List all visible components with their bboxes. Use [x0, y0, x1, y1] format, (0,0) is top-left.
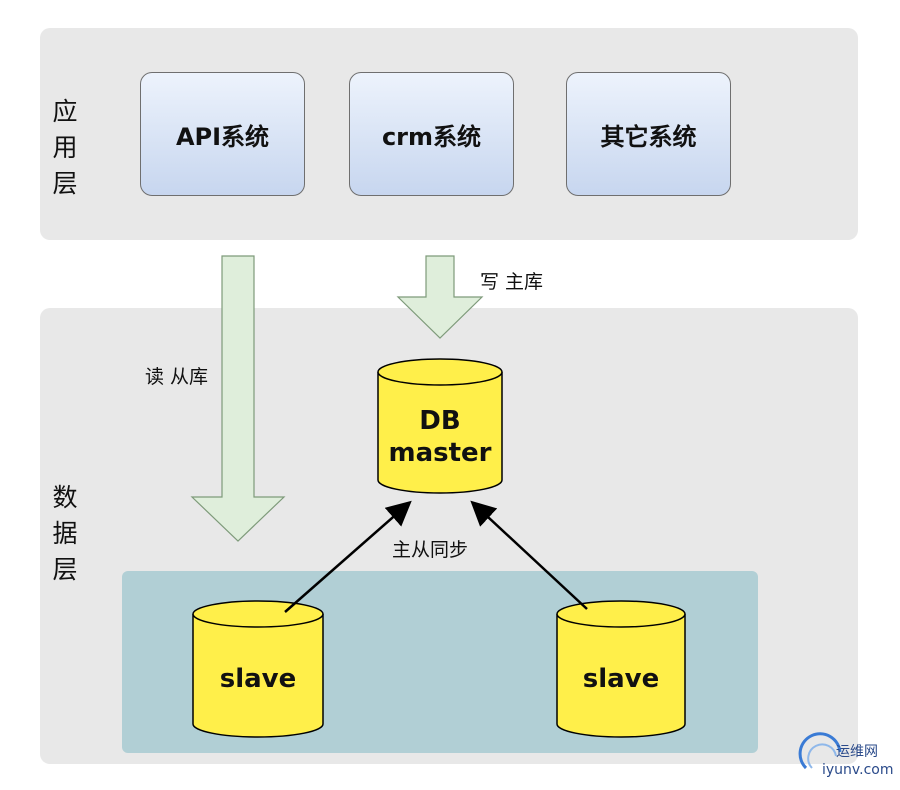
watermark: 运维网 iyunv.com — [794, 738, 898, 788]
watermark-site-name: 运维网 — [836, 744, 878, 760]
api-system-box[interactable]: API系统 — [140, 72, 305, 196]
db-master-cylinder[interactable] — [377, 358, 503, 494]
db-master-line1: DB — [419, 406, 461, 436]
watermark-logo-icon — [798, 732, 842, 770]
write-master-arrow — [396, 255, 484, 339]
read-slave-arrow — [190, 255, 286, 542]
slave-2-label: slave — [582, 664, 660, 694]
watermark-site-url: iyunv.com — [822, 762, 894, 778]
db-master-label: DB master — [378, 405, 502, 469]
read-slave-label: 读 从库 — [145, 366, 209, 388]
other-system-box[interactable]: 其它系统 — [566, 72, 731, 196]
application-layer-label: 应用层 — [52, 97, 78, 198]
slave-2-cylinder[interactable] — [556, 600, 686, 738]
crm-system-box[interactable]: crm系统 — [349, 72, 514, 196]
data-layer-label: 数据层 — [52, 483, 78, 584]
sync-arrow-right — [470, 500, 588, 610]
slave-1-label: slave — [219, 664, 297, 694]
db-master-line2: master — [388, 438, 492, 468]
master-slave-sync-label: 主从同步 — [392, 539, 469, 561]
write-master-label: 写 主库 — [480, 271, 544, 293]
sync-arrow-left — [284, 500, 412, 613]
